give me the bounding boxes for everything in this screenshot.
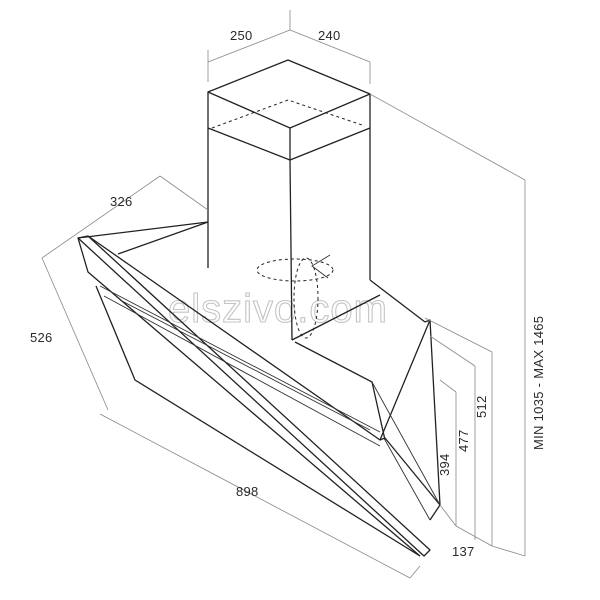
dim-hood-depth: 326	[110, 194, 133, 209]
dim-total-height: MIN 1035 - MAX 1465	[531, 316, 546, 450]
dim-chimney-depth: 240	[318, 28, 341, 43]
dim-chimney-width: 250	[230, 28, 253, 43]
chimney	[207, 59, 371, 341]
dim-front-depth: 137	[452, 544, 475, 559]
dim-height-394: 394	[437, 453, 452, 476]
dim-height-512: 512	[474, 395, 489, 418]
dim-hood-width: 898	[236, 484, 259, 499]
dim-height-477: 477	[456, 429, 471, 452]
watermark: elszivo.com	[168, 287, 388, 331]
hood-body	[77, 221, 441, 557]
dim-hood-height: 526	[30, 330, 53, 345]
dimension-lines	[41, 10, 526, 579]
